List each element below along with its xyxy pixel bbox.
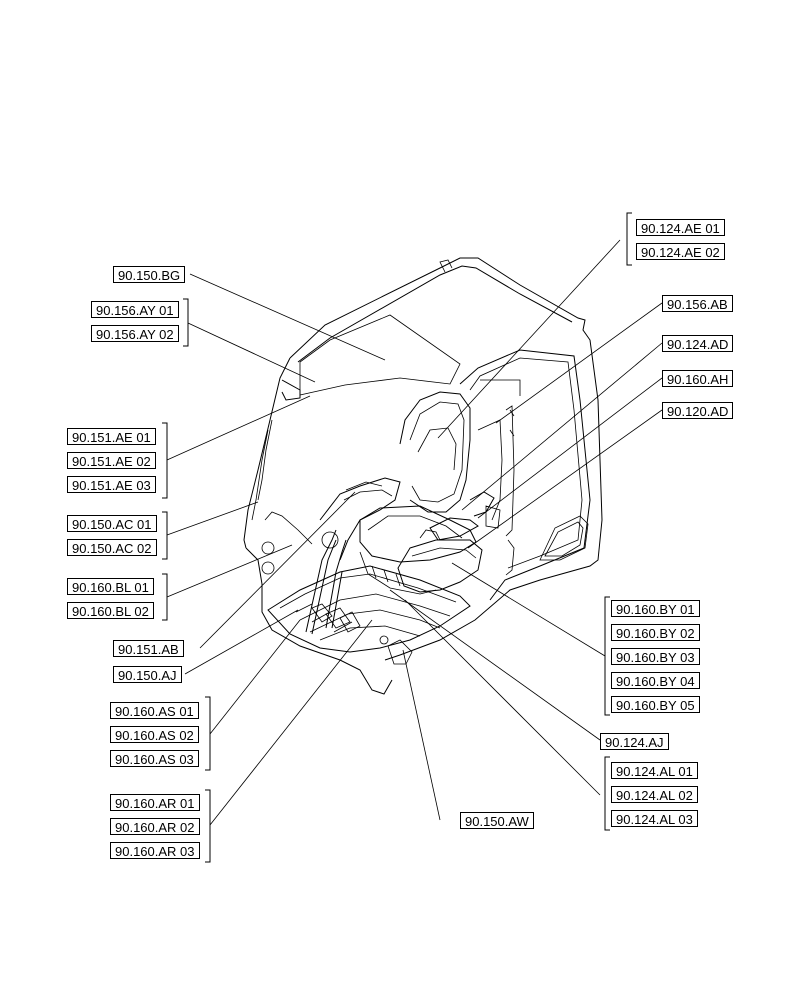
callout-90-150-bg: 90.150.BG (113, 266, 186, 283)
callout-90-160-bl-01: 90.160.BL 01 (67, 578, 154, 595)
callout-90-160-by-02: 90.160.BY 02 (611, 624, 700, 641)
leader-90-156-ay (187, 322, 316, 383)
leader-90-160-bl (166, 544, 293, 598)
callout-90-160-by-01: 90.160.BY 01 (611, 600, 700, 617)
callout-90-151-ab: 90.151.AB (113, 640, 184, 657)
callout-90-124-ae-02: 90.124.AE 02 (636, 243, 725, 260)
callout-90-120-ad: 90.120.AD (662, 402, 734, 419)
bracket-90-160-by (604, 596, 610, 716)
callout-90-160-as-01: 90.160.AS 01 (110, 702, 199, 719)
leader-90-150-bg (189, 273, 386, 361)
callout-90-151-ae-02: 90.151.AE 02 (67, 452, 156, 469)
leader-90-124-al (404, 599, 601, 796)
leader-90-150-ac (166, 501, 259, 536)
callout-90-156-ay-02: 90.156.AY 02 (91, 325, 179, 342)
bracket-90-160-bl (162, 573, 168, 621)
callout-90-151-ae-01: 90.151.AE 01 (67, 428, 156, 445)
leader-90-124-ad (461, 342, 663, 511)
callout-90-156-ay-01: 90.156.AY 01 (91, 301, 179, 318)
group-brackets (162, 212, 632, 863)
callout-90-160-bl-02: 90.160.BL 02 (67, 602, 154, 619)
bracket-90-160-as (205, 696, 211, 771)
bracket-90-156-ay (183, 298, 189, 347)
callout-90-150-aw: 90.150.AW (460, 812, 534, 829)
leader-90-151-ae (166, 395, 311, 461)
bracket-90-160-ar (205, 789, 211, 863)
callout-90-124-al-01: 90.124.AL 01 (611, 762, 698, 779)
callout-90-156-ab: 90.156.AB (662, 295, 733, 312)
callout-90-160-by-04: 90.160.BY 04 (611, 672, 700, 689)
callout-90-150-aj: 90.150.AJ (113, 666, 182, 683)
bracket-90-124-ae (626, 212, 632, 266)
leader-90-151-ab (199, 491, 356, 649)
callout-90-160-by-05: 90.160.BY 05 (611, 696, 700, 713)
callout-90-124-ae-01: 90.124.AE 01 (636, 219, 725, 236)
leader-90-124-ae (437, 239, 621, 439)
callout-90-124-ad: 90.124.AD (662, 335, 734, 352)
leader-90-124-aj (389, 589, 601, 741)
leader-lines (166, 239, 663, 826)
callout-90-160-ar-01: 90.160.AR 01 (110, 794, 200, 811)
callout-90-160-ar-03: 90.160.AR 03 (110, 842, 200, 859)
leader-90-160-ar (209, 619, 373, 826)
callout-90-124-al-03: 90.124.AL 03 (611, 810, 698, 827)
bracket-90-124-al (604, 756, 610, 831)
callout-90-160-by-03: 90.160.BY 03 (611, 648, 700, 665)
callout-90-124-aj: 90.124.AJ (600, 733, 669, 750)
callout-90-160-ah: 90.160.AH (662, 370, 734, 387)
leader-90-160-as (209, 619, 301, 735)
bracket-90-151-ae (162, 422, 168, 499)
callout-90-150-ac-01: 90.150.AC 01 (67, 515, 157, 532)
leader-90-150-aj (184, 609, 299, 675)
leader-90-160-ah (477, 377, 663, 519)
callout-90-160-as-02: 90.160.AS 02 (110, 726, 199, 743)
callout-90-160-ar-02: 90.160.AR 02 (110, 818, 200, 835)
leader-90-120-ad (467, 409, 663, 549)
callout-90-151-ae-03: 90.151.AE 03 (67, 476, 156, 493)
callout-90-150-ac-02: 90.150.AC 02 (67, 539, 157, 556)
leader-90-150-aw (402, 649, 441, 821)
leader-90-160-by (451, 562, 606, 657)
callout-90-160-as-03: 90.160.AS 03 (110, 750, 199, 767)
callout-90-124-al-02: 90.124.AL 02 (611, 786, 698, 803)
leader-90-156-ab (495, 302, 663, 424)
bracket-90-150-ac (162, 511, 168, 560)
cab-drawing (243, 257, 603, 695)
